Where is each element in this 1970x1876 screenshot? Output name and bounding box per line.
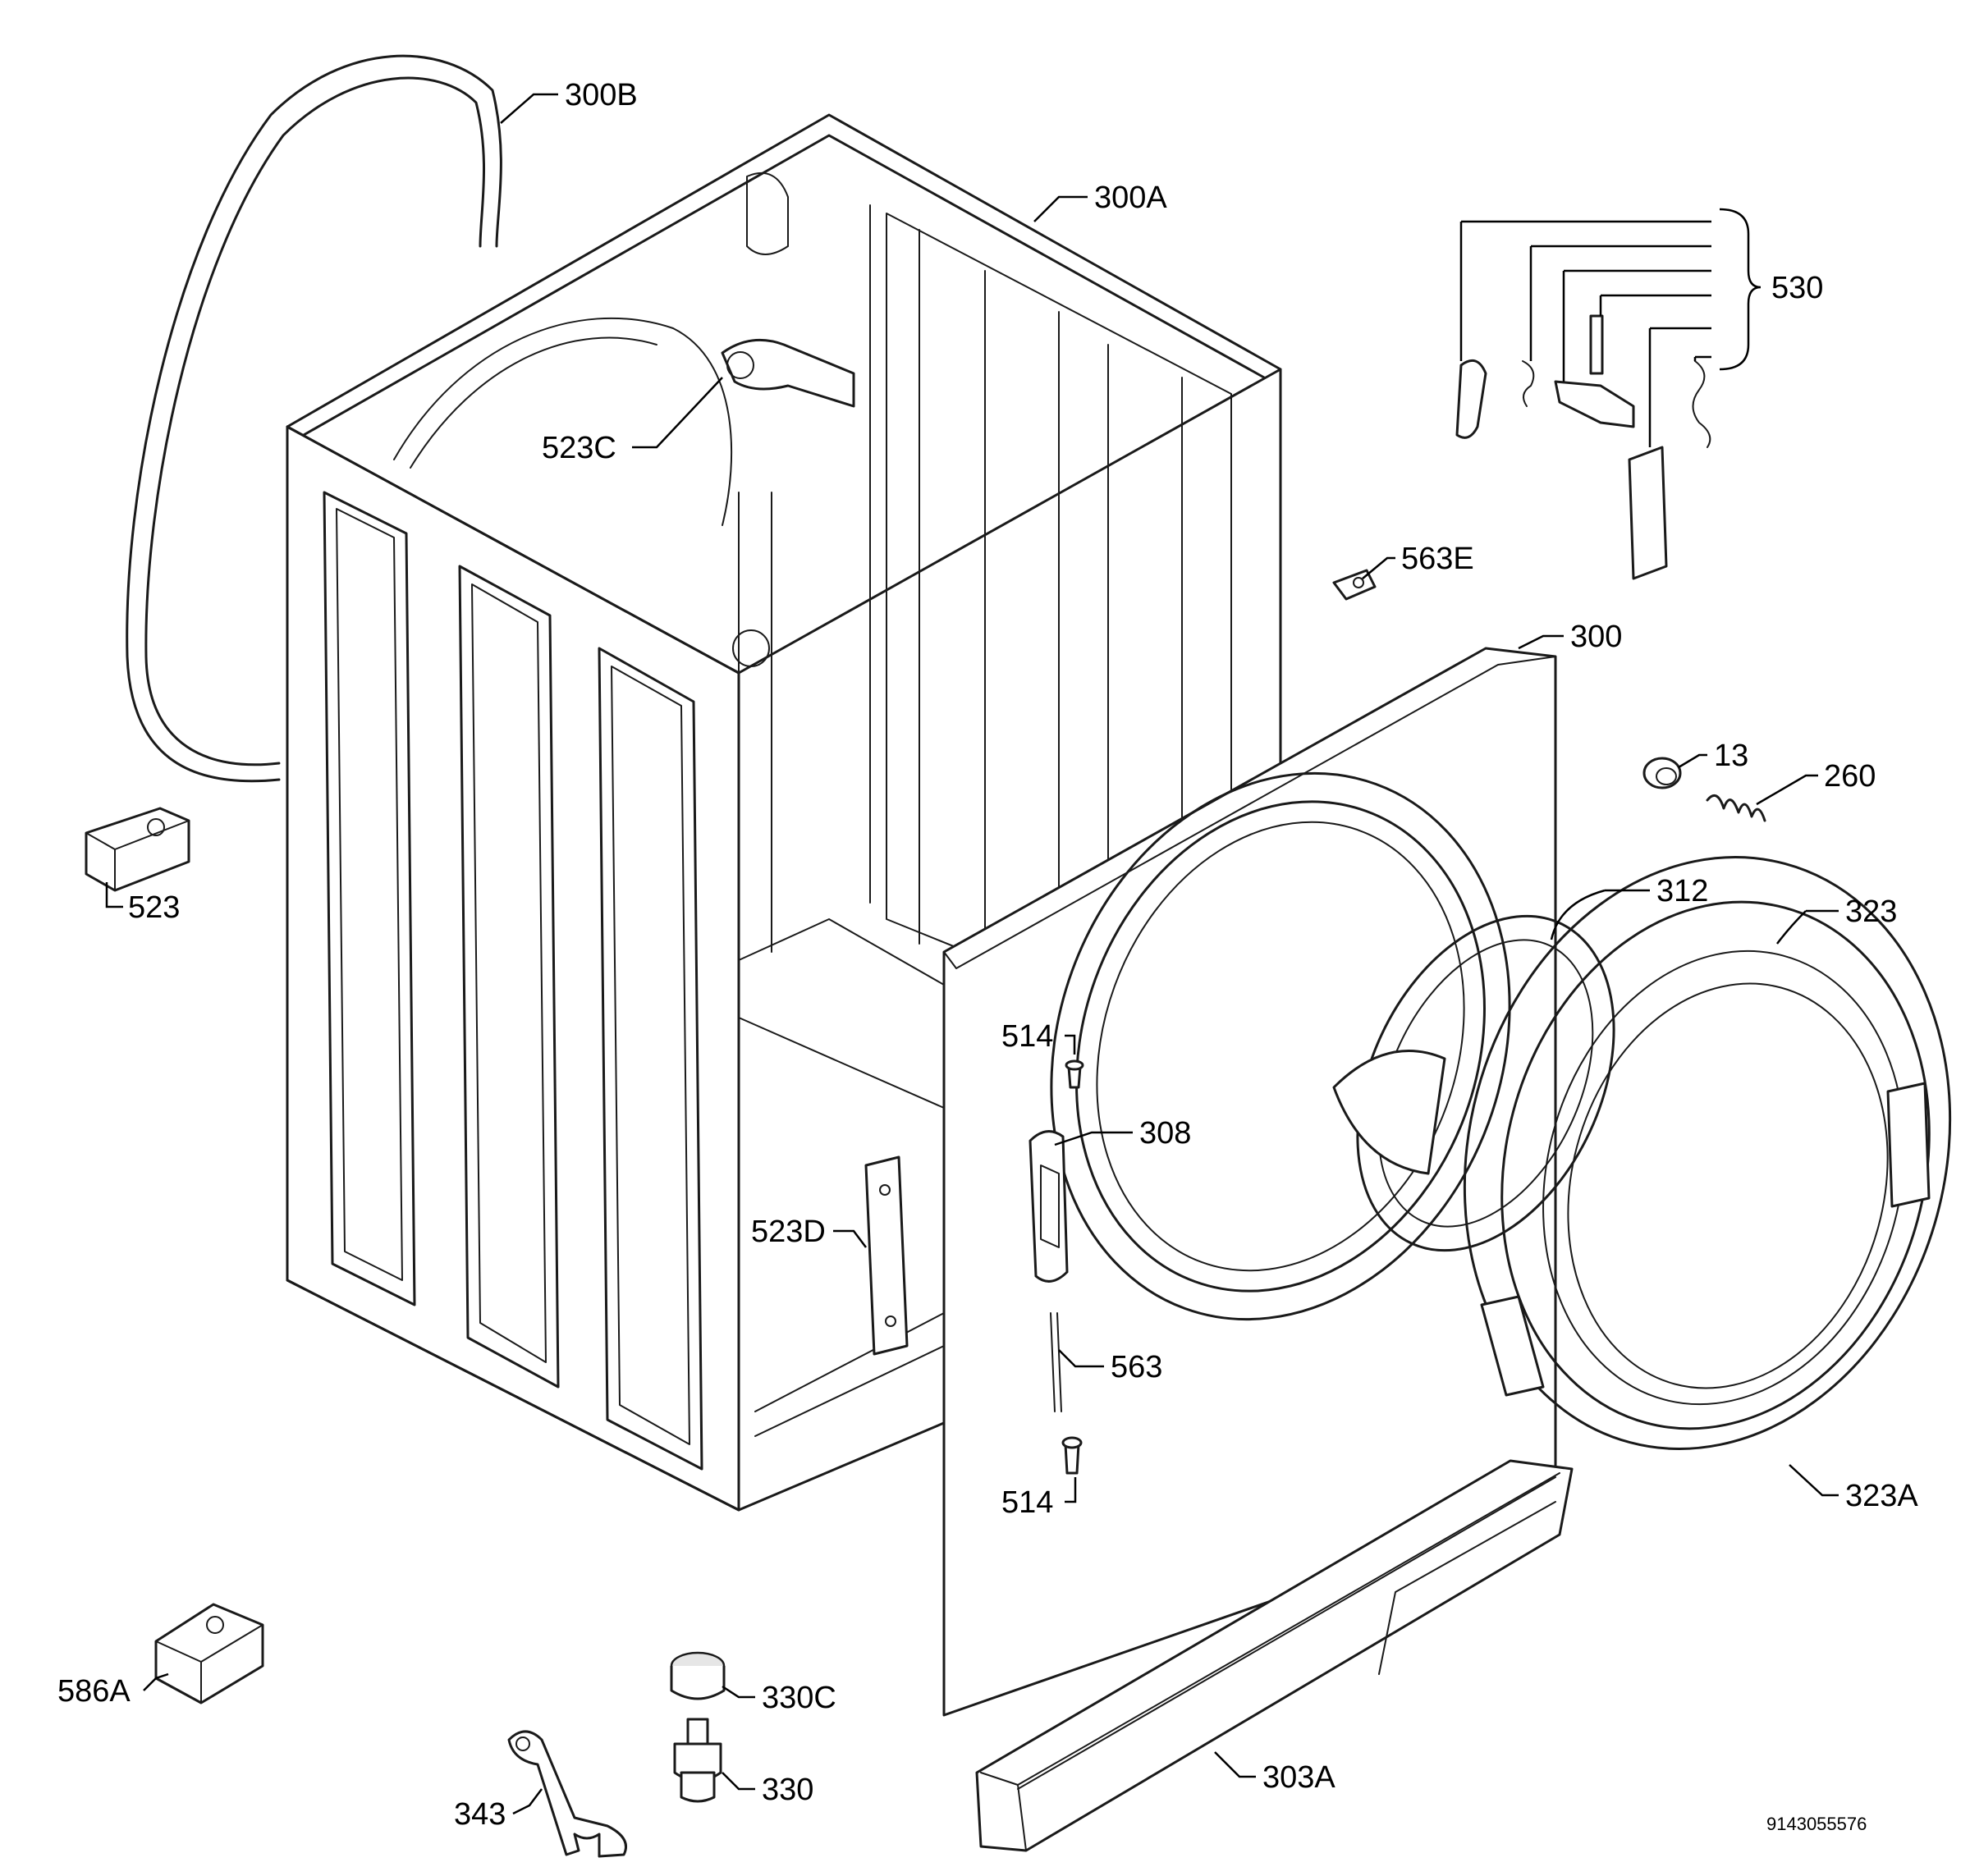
clip-523 bbox=[85, 807, 190, 892]
label-323: 323 bbox=[1845, 895, 1897, 929]
spring-260 bbox=[1706, 794, 1766, 822]
label-523C: 523C bbox=[542, 431, 616, 465]
label-323A: 323A bbox=[1845, 1479, 1918, 1513]
label-523: 523 bbox=[128, 890, 180, 925]
control-panel-303A bbox=[975, 1459, 1574, 1852]
label-300A: 300A bbox=[1094, 181, 1167, 215]
label-343: 343 bbox=[454, 1797, 506, 1832]
label-308: 308 bbox=[1139, 1116, 1191, 1151]
label-530: 530 bbox=[1771, 271, 1823, 305]
door-hinge-kit-530 bbox=[1455, 314, 1711, 580]
label-330: 330 bbox=[762, 1773, 813, 1807]
document-number: 9143055576 bbox=[1766, 1814, 1867, 1834]
clip-586A bbox=[154, 1603, 264, 1704]
label-312: 312 bbox=[1656, 874, 1708, 908]
label-563: 563 bbox=[1111, 1350, 1162, 1384]
door-inner-312 bbox=[1332, 914, 1615, 1252]
bracket-523D bbox=[864, 1155, 909, 1356]
cable-563 bbox=[1050, 1312, 1062, 1412]
label-303A: 303A bbox=[1262, 1760, 1335, 1795]
label-586A: 586A bbox=[57, 1674, 131, 1709]
door-frame-323 bbox=[1463, 856, 1952, 1450]
screw-514-top bbox=[1065, 1059, 1084, 1089]
gasket-300B bbox=[126, 54, 502, 783]
label-563E: 563E bbox=[1401, 542, 1474, 576]
label-514-bottom: 514 bbox=[1001, 1485, 1053, 1520]
label-300B: 300B bbox=[565, 78, 638, 112]
label-300: 300 bbox=[1570, 620, 1622, 654]
fitting-330 bbox=[673, 1718, 722, 1803]
cap-330C bbox=[670, 1651, 726, 1700]
label-260: 260 bbox=[1824, 759, 1876, 794]
screw-514-bottom bbox=[1061, 1436, 1083, 1475]
label-523D: 523D bbox=[751, 1215, 826, 1249]
bushing-13 bbox=[1642, 757, 1682, 789]
spanner-343 bbox=[507, 1730, 627, 1858]
label-13: 13 bbox=[1714, 739, 1748, 773]
label-514-top: 514 bbox=[1001, 1019, 1053, 1054]
front-panel-300 bbox=[942, 647, 1557, 1717]
label-330C: 330C bbox=[762, 1681, 836, 1715]
part-labels: 300B 300A 523C 530 563E 300 13 260 523 3… bbox=[57, 78, 1918, 1834]
leader-lines bbox=[105, 93, 1839, 1815]
clip-523C bbox=[721, 338, 855, 408]
latch-308 bbox=[1029, 1130, 1069, 1283]
